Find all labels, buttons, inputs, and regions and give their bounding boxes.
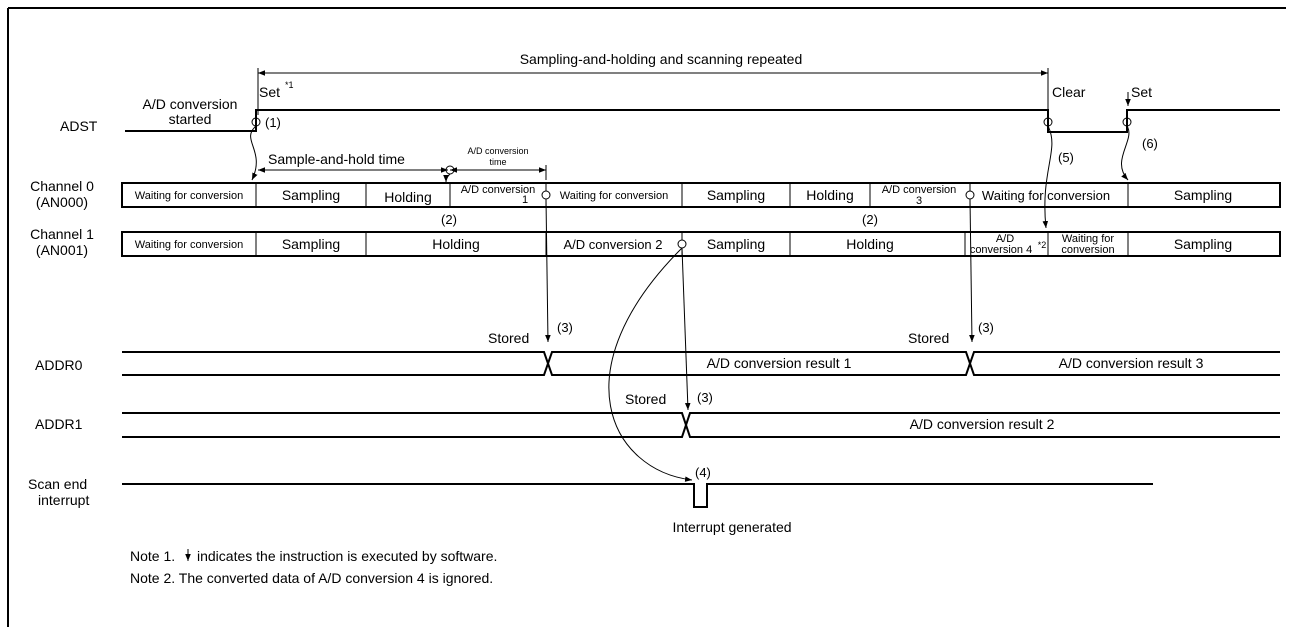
ch0-holding-1: Holding [384, 189, 431, 205]
signal-channel1-line1: Channel 1 [30, 226, 94, 242]
repeat-span: Sampling-and-holding and scanning repeat… [257, 51, 1049, 115]
ch1-sampling-3: Sampling [1174, 236, 1232, 252]
ch1-adc4-line1: A/D [996, 233, 1014, 245]
transfer-arrows [250, 125, 1130, 482]
sample-hold-time-label: Sample-and-hold time [268, 151, 405, 167]
signal-adst: ADST [60, 118, 98, 134]
signal-addr0: ADDR0 [35, 357, 83, 373]
note1-text: indicates the instruction is executed by… [197, 548, 497, 564]
ch1-sampling-1: Sampling [282, 236, 340, 252]
marker-2b: (2) [862, 212, 878, 227]
ch0-sampling-2: Sampling [707, 187, 765, 203]
ch1-adc4-line2: conversion 4 [970, 244, 1032, 256]
signal-scan-end-line1: Scan end [28, 476, 87, 492]
ch1-waiting-1: Waiting for conversion [135, 239, 243, 251]
ch0-adc3-line2: 3 [916, 195, 922, 207]
addr0-result3: A/D conversion result 3 [1059, 355, 1204, 371]
adc-started-line1: A/D conversion [143, 96, 238, 112]
signal-scan-end-line2: interrupt [38, 492, 89, 508]
channel1-row: Waiting for conversion Sampling Holding … [121, 231, 1281, 257]
marker-4: (4) [695, 465, 711, 480]
signal-addr1: ADDR1 [35, 416, 83, 432]
ch0-sampling-3: Sampling [1174, 187, 1232, 203]
adst-waveform [125, 109, 1280, 133]
stored-c: Stored [625, 391, 666, 407]
channel0-row: Waiting for conversion Sampling Holding … [121, 182, 1281, 208]
adc-time-line2: time [489, 157, 506, 167]
ch1-holding-2: Holding [846, 236, 893, 252]
ch0-waiting-3: Waiting for conversion [982, 188, 1110, 203]
ch0-holding-2: Holding [806, 187, 853, 203]
ch0-sampling-1: Sampling [282, 187, 340, 203]
marker-3c: (3) [697, 390, 713, 405]
ch1-waiting-2-line2: conversion [1061, 244, 1114, 256]
ch0-adc1-line1: A/D conversion [461, 184, 536, 196]
frame [7, 7, 1286, 627]
addr0-bus [122, 351, 1280, 376]
signal-channel1-line2: (AN001) [36, 242, 88, 258]
ch0-adc1-line2: 1 [522, 194, 528, 206]
set-label: Set [259, 84, 280, 100]
adc-started-line2: started [169, 111, 212, 127]
ch1-waiting-2-line1: Waiting for [1062, 233, 1115, 245]
addr1-bus [122, 412, 1280, 438]
addr0-result1: A/D conversion result 1 [707, 355, 852, 371]
marker-2a: (2) [441, 212, 457, 227]
marker-3b: (3) [978, 320, 994, 335]
marker-1: (1) [265, 115, 281, 130]
note1-prefix: Note 1. [130, 548, 175, 564]
ch1-holding-1: Holding [432, 236, 479, 252]
ch0-adc3-line1: A/D conversion [882, 184, 957, 196]
adc-time-line1: A/D conversion [467, 146, 528, 156]
clear-label: Clear [1052, 84, 1086, 100]
stored-a: Stored [488, 330, 529, 346]
interrupt-generated-label: Interrupt generated [672, 519, 791, 535]
note2: Note 2. The converted data of A/D conver… [130, 570, 493, 586]
signal-channel0-line2: (AN000) [36, 194, 88, 210]
marker-3a: (3) [557, 320, 573, 335]
ch0-waiting-2: Waiting for conversion [560, 190, 668, 202]
ch1-sampling-2: Sampling [707, 236, 765, 252]
ch1-adc2: A/D conversion 2 [564, 237, 663, 252]
marker-6: (6) [1142, 136, 1158, 151]
marker-5: (5) [1058, 150, 1074, 165]
ch1-adc4-footnote: *2 [1038, 240, 1047, 250]
repeated-label: Sampling-and-holding and scanning repeat… [520, 51, 803, 67]
set-footnote: *1 [285, 80, 294, 90]
set2-label: Set [1131, 84, 1152, 100]
addr1-result2: A/D conversion result 2 [910, 416, 1055, 432]
stored-b: Stored [908, 330, 949, 346]
ch0-waiting-1: Waiting for conversion [135, 190, 243, 202]
signal-channel0-line1: Channel 0 [30, 178, 94, 194]
scan-end-waveform [122, 483, 1153, 508]
